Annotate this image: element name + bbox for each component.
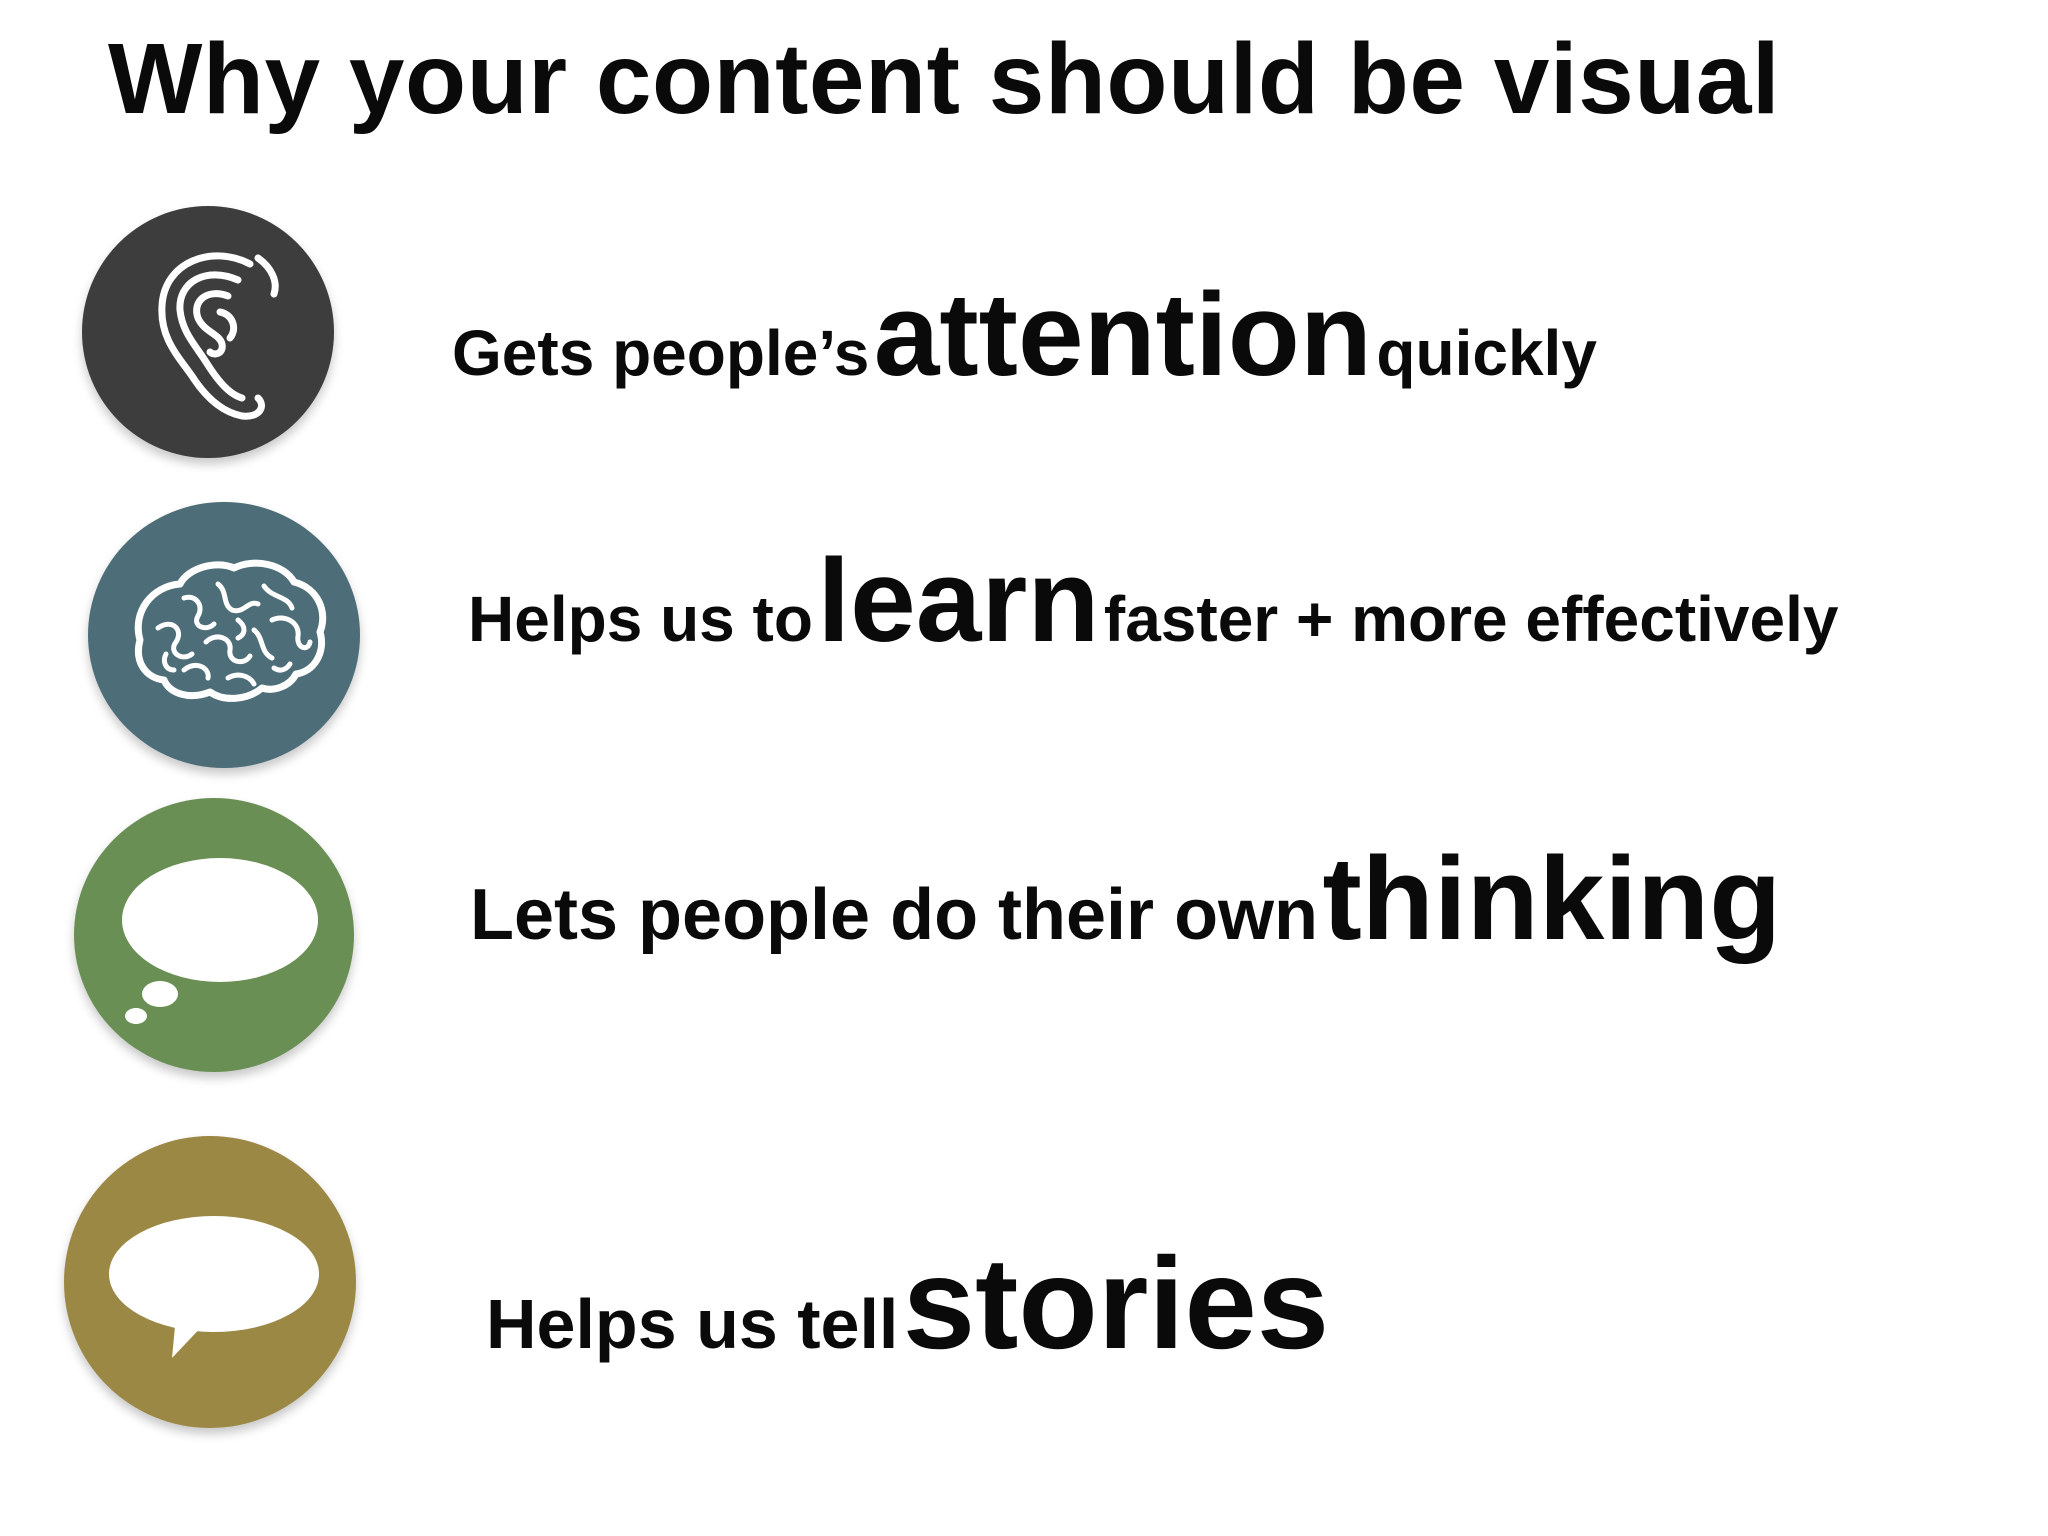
ear-icon — [158, 252, 279, 420]
brain-icon — [134, 559, 327, 702]
benefit-line-2: Helps us to learn faster + more effectiv… — [468, 542, 1838, 660]
benefit-3-emphasis: thinking — [1322, 833, 1782, 965]
benefit-4-before: Helps us tell — [486, 1285, 899, 1363]
benefit-line-3: Lets people do their own thinking — [470, 840, 1781, 958]
benefit-2-after: faster + more effectively — [1103, 583, 1839, 655]
ear-circle — [82, 206, 334, 458]
benefit-4-emphasis: stories — [902, 1230, 1330, 1376]
thought-circle — [74, 798, 354, 1072]
benefit-line-4: Helps us tell stories — [486, 1238, 1329, 1368]
benefit-1-emphasis: attention — [873, 269, 1372, 401]
benefit-2-emphasis: learn — [817, 535, 1100, 667]
thought-bubble-icon — [122, 858, 318, 1024]
speech-circle — [64, 1136, 356, 1428]
benefit-1-after: quickly — [1376, 317, 1597, 389]
speech-bubble-icon — [109, 1216, 319, 1358]
page-title: Why your content should be visual — [108, 23, 1781, 135]
benefit-2-before: Helps us to — [468, 583, 813, 655]
brain-circle — [88, 502, 360, 768]
benefit-1-before: Gets people’s — [452, 317, 870, 389]
benefit-3-before: Lets people do their own — [470, 875, 1319, 955]
benefit-line-1: Gets people’s attention quickly — [452, 276, 1597, 394]
